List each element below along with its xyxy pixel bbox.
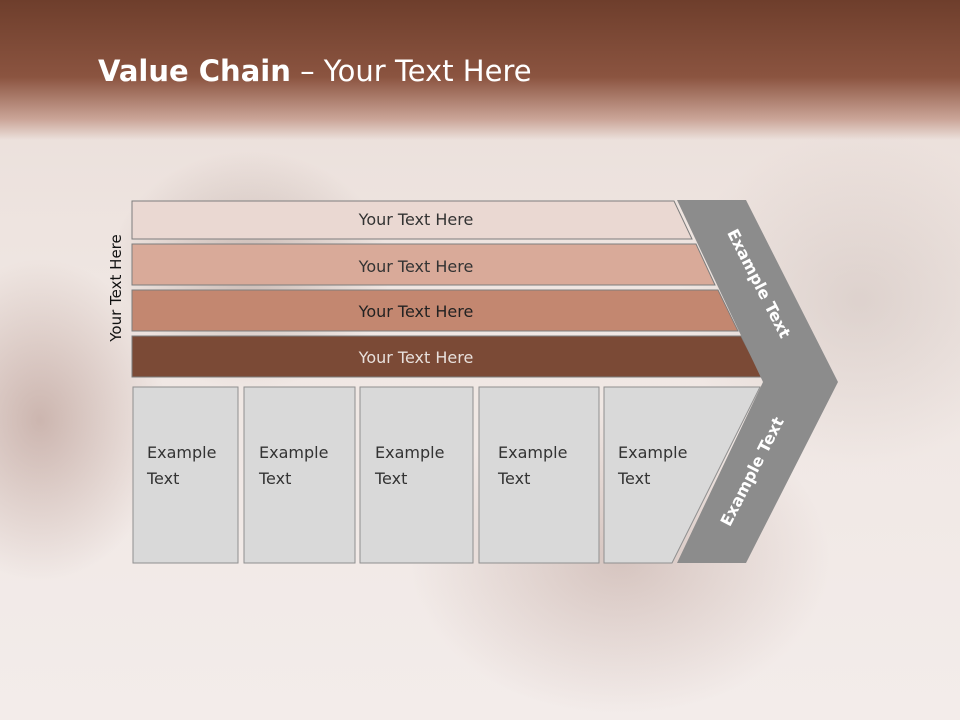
column-3-line1: Example (375, 443, 444, 462)
slide-title: Value Chain – Your Text Here (98, 54, 532, 88)
svg-text:Example: Example (618, 664, 687, 683)
svg-text:Example: Example (259, 664, 328, 683)
column-5-line2: Text (617, 469, 650, 488)
column-1-line2: Text (146, 469, 179, 488)
column-4-line2: Text (497, 469, 530, 488)
svg-text:Text: Text (617, 638, 650, 657)
column-2-line2: Text (258, 469, 291, 488)
column-1-line1: Example (147, 443, 216, 462)
row-4-label: Your Text Here (358, 348, 474, 367)
column-4-box (478, 386, 600, 564)
row-1-shape (131, 200, 693, 240)
column-3-box (359, 386, 474, 564)
row-3-label: Your Text Here (358, 302, 474, 321)
diagram-reflection: Example Text Example Text Example Text E… (132, 562, 826, 720)
svg-text:Text: Text (258, 638, 291, 657)
row-2-label: Your Text Here (358, 257, 474, 276)
title-bold: Value Chain (98, 54, 291, 88)
column-3-line2: Text (374, 469, 407, 488)
svg-text:Example: Example (375, 664, 444, 683)
column-2-box (243, 386, 356, 564)
svg-text:Example: Example (147, 664, 216, 683)
chevron-shape (677, 200, 838, 563)
svg-text:Text: Text (146, 638, 179, 657)
row-1-label: Your Text Here (358, 210, 474, 229)
title-rest: – Your Text Here (290, 54, 532, 88)
column-5-line1: Example (618, 443, 687, 462)
column-1-box (132, 386, 239, 564)
column-2-line1: Example (259, 443, 328, 462)
svg-text:Text: Text (374, 638, 407, 657)
column-4-line1: Example (498, 443, 567, 462)
header-band (0, 0, 960, 140)
row-3-shape (131, 289, 739, 332)
svg-text:Example: Example (498, 664, 567, 683)
svg-text:Text: Text (497, 638, 530, 657)
row-2-shape (131, 243, 716, 286)
